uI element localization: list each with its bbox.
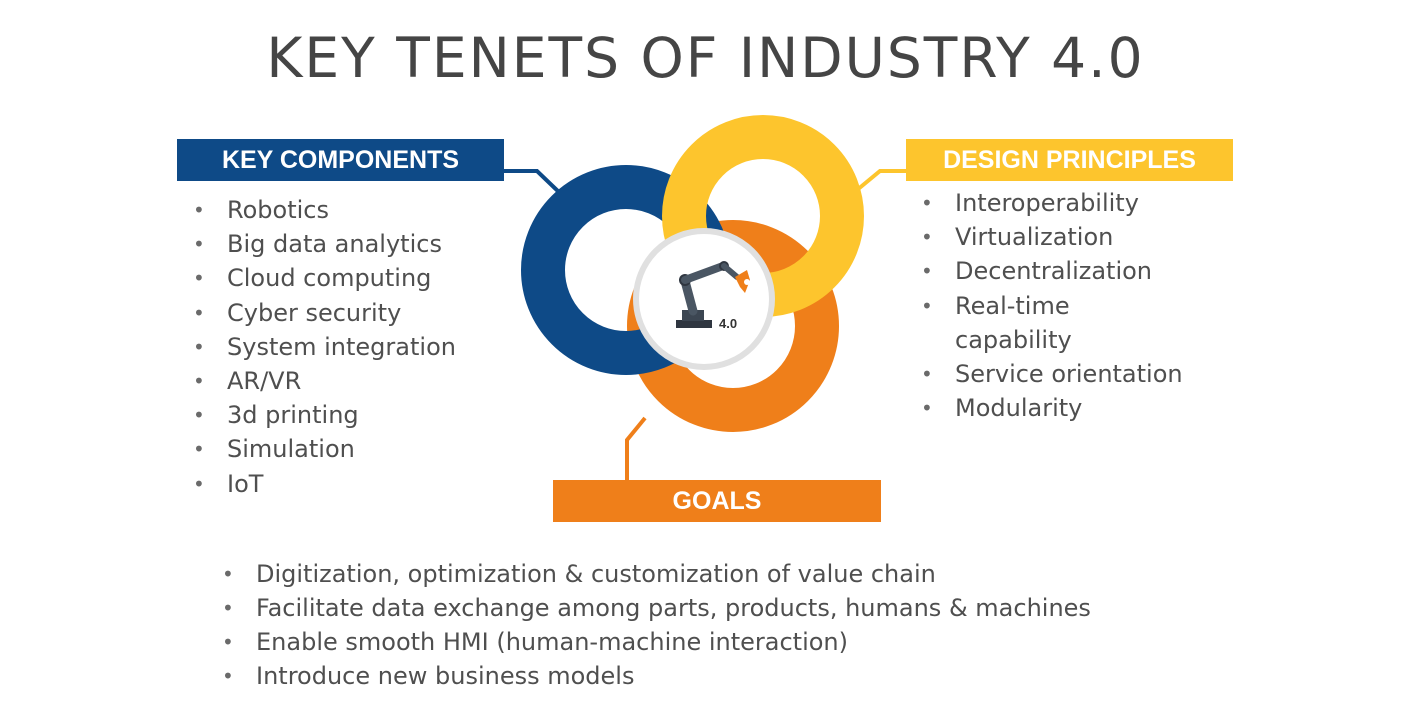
connector-blue	[504, 169, 564, 197]
list-item: Introduce new business models	[222, 659, 1091, 693]
connector-orange	[625, 416, 647, 480]
list-item: Cyber security	[193, 296, 456, 330]
list-item: Cloud computing	[193, 261, 456, 295]
goals-list: Digitization, optimization & customizati…	[222, 557, 1091, 693]
center-label: 4.0	[719, 316, 737, 331]
list-item: IoT	[193, 467, 456, 501]
list-item: Simulation	[193, 432, 456, 466]
list-item: Virtualization	[921, 220, 1183, 254]
design-principles-header: DESIGN PRINCIPLES	[906, 139, 1233, 181]
list-item: Interoperability	[921, 186, 1183, 220]
list-item: 3d printing	[193, 398, 456, 432]
design-principles-list: Interoperability Virtualization Decentra…	[921, 186, 1183, 426]
goals-header: GOALS	[553, 480, 881, 522]
list-item: Decentralization	[921, 254, 1183, 288]
list-item: Enable smooth HMI (human-machine interac…	[222, 625, 1091, 659]
list-item: Big data analytics	[193, 227, 456, 261]
list-item: Real-time capability	[921, 289, 1105, 357]
list-item: Service orientation	[921, 357, 1183, 391]
list-item: Digitization, optimization & customizati…	[222, 557, 1091, 591]
center-badge	[633, 228, 775, 370]
list-item: System integration	[193, 330, 456, 364]
robot-arm-icon	[676, 261, 750, 328]
key-components-header: KEY COMPONENTS	[177, 139, 504, 181]
list-item: Facilitate data exchange among parts, pr…	[222, 591, 1091, 625]
page-title: KEY TENETS OF INDUSTRY 4.0	[266, 26, 1145, 90]
list-item: Robotics	[193, 193, 456, 227]
list-item: Modularity	[921, 391, 1183, 425]
list-item: AR/VR	[193, 364, 456, 398]
key-components-list: Robotics Big data analytics Cloud comput…	[193, 193, 456, 501]
connector-yellow	[855, 169, 906, 192]
